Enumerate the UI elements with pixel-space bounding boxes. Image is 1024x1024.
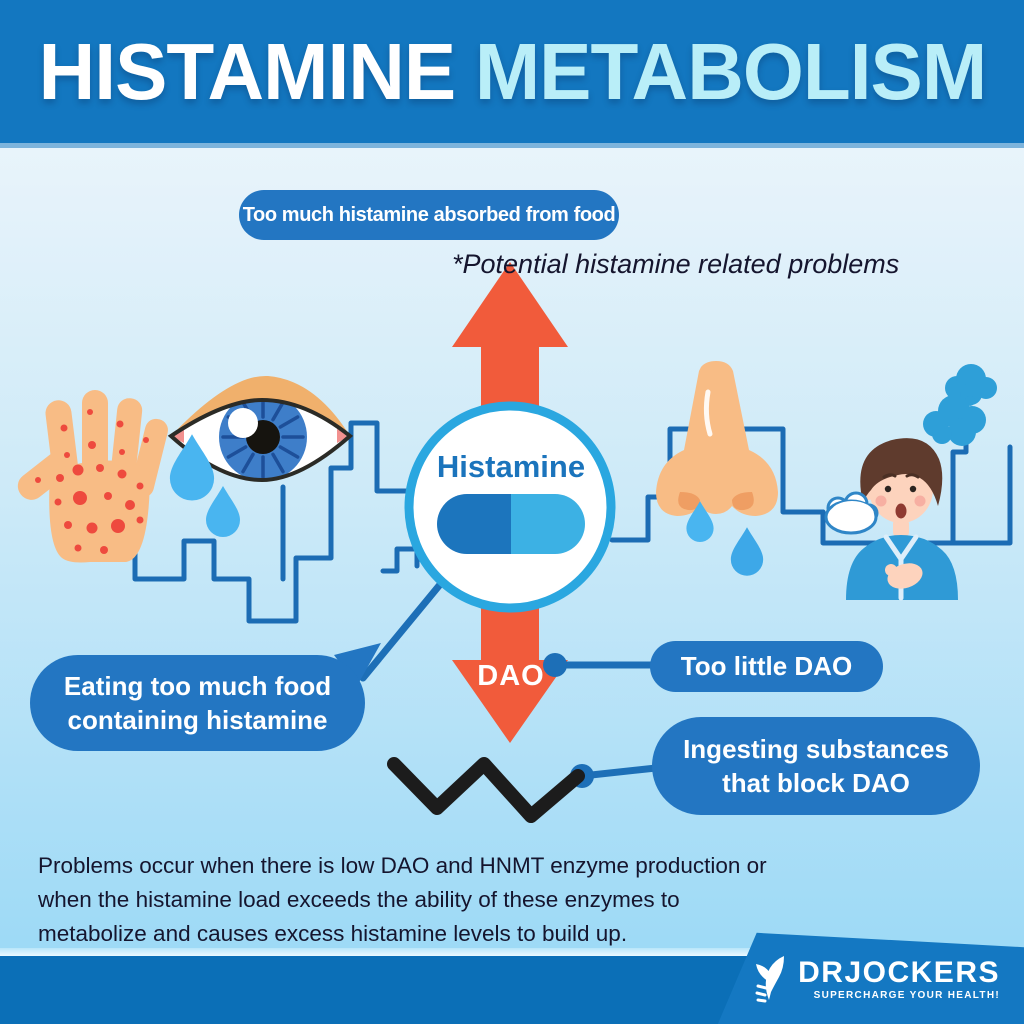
rash-hand-icon [17, 390, 168, 563]
dao-arrow-label: DAO [477, 660, 545, 692]
brand-tagline: SUPERCHARGE YOUR HEALTH! [813, 989, 1000, 1001]
eating-pill-tail [334, 643, 381, 686]
molecule-zigzag-icon [387, 757, 585, 823]
callout-too-little-dao-label: Too little DAO [680, 651, 853, 681]
potential-problems-note: *Potential histamine related problems [452, 249, 900, 279]
page-title-part2: METABOLISM [474, 26, 986, 116]
nose-drip-icon [730, 527, 764, 576]
callout-too-little-dao: Too little DAO [650, 641, 883, 692]
cough-clouds-icon [923, 364, 997, 446]
leaf-logo-icon [755, 956, 785, 1003]
watery-eye-icon [167, 375, 354, 537]
callout-ingesting-substances: Ingesting substances that block DAO [652, 717, 980, 815]
summary-line1: Problems occur when there is low DAO and… [38, 853, 767, 878]
callout-ingesting-line1: Ingesting substances [683, 734, 949, 764]
footer-divider [0, 948, 1024, 956]
callout-eating-line2: containing histamine [67, 705, 328, 735]
callout-too-much-histamine: Too much histamine absorbed from food [239, 190, 619, 240]
callout-eating-too-much: Eating too much food containing histamin… [30, 655, 365, 751]
nose-drip-icon [686, 501, 714, 542]
histamine-circle-label: Histamine [436, 449, 586, 484]
brand-name: DRJOCKERS [798, 955, 1000, 989]
tear-drop-icon [169, 434, 215, 501]
callout-eating-line1: Eating too much food [63, 671, 332, 701]
brand-ribbon: DRJOCKERS SUPERCHARGE YOUR HEALTH! [717, 932, 1024, 1024]
coughing-man-icon [846, 438, 958, 601]
summary-line3: metabolize and causes excess histamine l… [38, 921, 628, 946]
tear-drop-icon [206, 486, 240, 537]
callout-ingesting-line2: that block DAO [722, 768, 910, 798]
callout-too-much-histamine-label: Too much histamine absorbed from food [242, 204, 616, 226]
runny-nose-icon [656, 361, 778, 576]
summary-paragraph: Problems occur when there is low DAO and… [38, 849, 767, 951]
speech-bubble-icon [824, 491, 879, 535]
summary-line2: when the histamine load exceeds the abil… [38, 887, 680, 912]
brand-logo: DRJOCKERS SUPERCHARGE YOUR HEALTH! [749, 954, 1000, 1004]
histamine-capsule-icon [437, 494, 585, 554]
brand-logo-text: DRJOCKERS SUPERCHARGE YOUR HEALTH! [798, 955, 1000, 1001]
connector-lines [359, 566, 660, 780]
page-title-part1: HISTAMINE [38, 26, 456, 116]
